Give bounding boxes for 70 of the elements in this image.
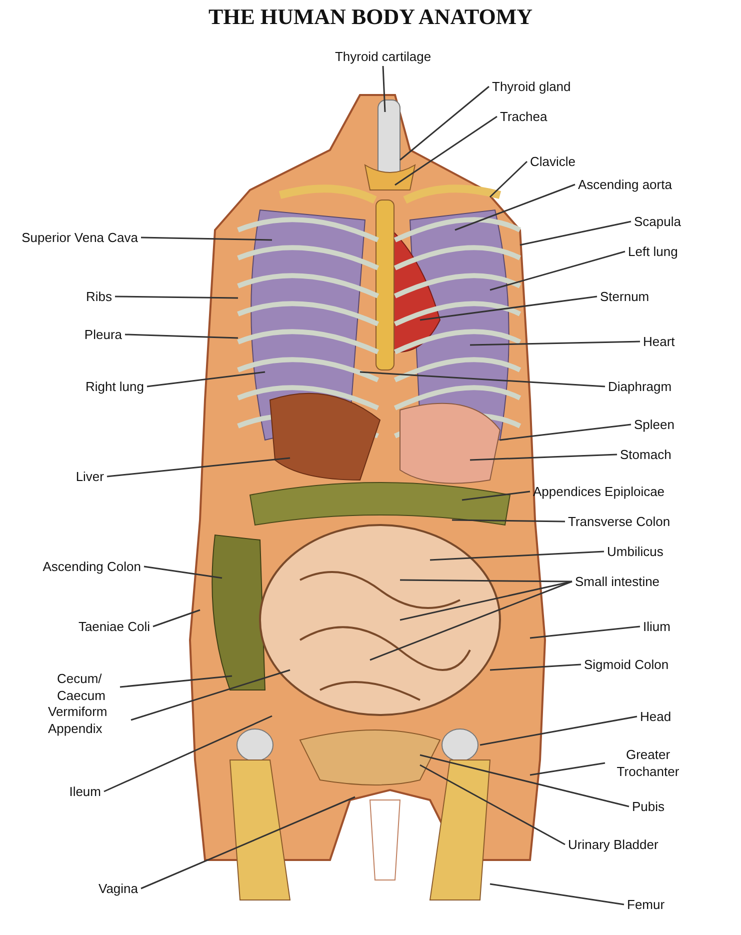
leader-line — [140, 236, 272, 241]
leader-line — [420, 296, 598, 321]
leader-line — [124, 334, 238, 339]
leader-line — [104, 715, 272, 792]
part-label: Greater Trochanter — [608, 746, 688, 780]
part-label: Sigmoid Colon — [584, 656, 669, 673]
part-label: Transverse Colon — [568, 513, 670, 530]
leader-line — [140, 796, 356, 890]
part-label: Urinary Bladder — [568, 836, 658, 853]
part-label: Thyroid gland — [492, 78, 571, 95]
leader-line — [130, 669, 290, 721]
leader-line — [452, 519, 566, 522]
leader-line — [490, 883, 624, 906]
leader-line — [400, 580, 572, 621]
part-label: Umbilicus — [607, 543, 664, 560]
part-label: Stomach — [620, 446, 672, 463]
part-label: Heart — [643, 333, 675, 350]
part-label: Ascending Colon — [42, 558, 141, 575]
part-label: Vermiform Appendix — [48, 703, 128, 737]
leader-line — [144, 566, 222, 579]
title: THE HUMAN BODY ANATOMY — [207, 4, 534, 30]
leader-line — [470, 454, 618, 461]
part-label: Liver — [76, 468, 104, 485]
part-label: Ilium — [643, 618, 670, 635]
part-label: Superior Vena Cava — [22, 229, 138, 246]
leader-line — [490, 664, 582, 671]
leader-line — [146, 371, 266, 388]
part-label: Head — [640, 708, 672, 725]
part-label: Cecum/ Caecum — [57, 670, 117, 704]
leader-line — [360, 371, 606, 388]
leader-line — [120, 675, 232, 688]
part-label: Right lung — [85, 378, 144, 395]
part-label: Trachea — [500, 108, 548, 125]
leader-line — [500, 424, 632, 441]
part-label: Taeniae Coli — [78, 618, 150, 635]
leader-line — [106, 457, 290, 478]
leader-line — [530, 626, 640, 639]
part-label: Vagina — [98, 880, 138, 897]
part-label: Pleura — [84, 326, 122, 343]
leader-line — [530, 762, 606, 776]
leader-line — [430, 550, 604, 561]
leader-line — [462, 490, 530, 501]
part-label: Ileum — [69, 783, 101, 800]
part-label: Femur — [627, 896, 665, 913]
leader-line — [489, 160, 528, 198]
leader-line — [480, 716, 638, 746]
leader-line — [520, 220, 632, 246]
part-label: Left lung — [628, 243, 678, 260]
part-label: Diaphragm — [608, 378, 672, 395]
part-label: Small intestine — [575, 573, 660, 590]
leader-line — [394, 116, 498, 186]
part-label: Sternum — [600, 288, 650, 305]
part-label: Spleen — [634, 416, 674, 433]
leader-line — [370, 580, 572, 661]
leader-line — [454, 184, 576, 231]
leader-line — [470, 340, 640, 346]
part-label: Clavicle — [530, 153, 576, 170]
leader-line — [420, 764, 566, 846]
leader-line — [382, 66, 386, 112]
leader-line — [114, 296, 238, 299]
part-label: Ribs — [86, 288, 112, 305]
leader-line — [400, 579, 572, 582]
part-label: Ascending aorta — [578, 176, 672, 193]
leader-line — [420, 754, 630, 808]
part-label: Pubis — [632, 798, 665, 815]
part-label: Thyroid cartilage — [334, 48, 432, 65]
leader-line — [490, 250, 626, 291]
leader-line — [400, 86, 490, 161]
part-label: Scapula — [634, 213, 681, 230]
leader-line — [152, 609, 200, 628]
